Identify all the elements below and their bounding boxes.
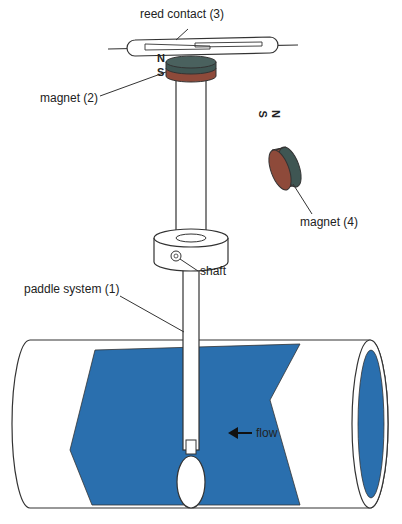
flow-arrow xyxy=(228,427,252,439)
paddle-system xyxy=(177,250,205,508)
part-label: magnet (4) xyxy=(300,216,358,229)
pole-letter: S xyxy=(257,110,269,117)
leader-lines xyxy=(100,29,312,332)
magnet-2 xyxy=(166,56,216,82)
pole-letter: N xyxy=(157,52,165,64)
pole-letter: N xyxy=(270,110,282,118)
part-label: shaft xyxy=(200,265,226,278)
flow-label: flow xyxy=(256,427,277,440)
pipe xyxy=(12,340,388,508)
pole-letter: S xyxy=(157,66,164,78)
magnet-4 xyxy=(264,144,305,193)
shaft-rod xyxy=(176,74,206,234)
part-label: paddle system (1) xyxy=(24,283,119,296)
part-label: magnet (2) xyxy=(40,92,98,105)
reed-contact xyxy=(108,37,298,56)
part-label: reed contact (3) xyxy=(140,8,224,21)
